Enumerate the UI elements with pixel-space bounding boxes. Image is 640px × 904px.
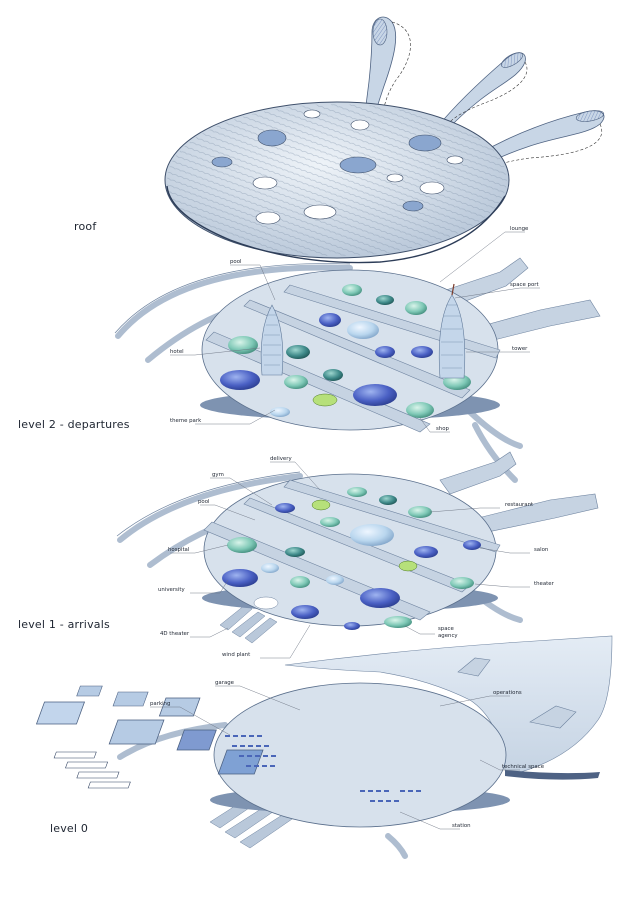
level-label-roof: roof — [74, 220, 97, 233]
label-pool-level1: pool — [198, 499, 210, 505]
label-4d-theater: 4D theater — [160, 631, 190, 637]
level1-rail-left — [117, 473, 303, 543]
level0-arm-lower — [529, 705, 577, 729]
label-theme-park: theme park — [170, 418, 202, 424]
level0-apron — [284, 635, 613, 776]
label-hospital: hospital — [168, 547, 189, 553]
level-label-level2: level 2 - departures — [18, 418, 130, 431]
level2-layer: pool lounge space port hotel tower theme… — [18, 226, 601, 483]
roof-skylights — [211, 109, 464, 225]
label-parking: parking — [150, 701, 170, 707]
label-delivery: delivery — [270, 456, 292, 462]
roof-layer: roof — [74, 16, 605, 264]
label-lounge: lounge — [510, 226, 529, 232]
label-station: station — [452, 823, 471, 829]
level1-layer: delivery gym pool restaurant hospital sa… — [18, 451, 599, 659]
label-hotel: hotel — [170, 349, 184, 355]
label-university: university — [158, 587, 185, 593]
label-space-port: space port — [510, 282, 539, 288]
parking-stalls — [225, 735, 421, 802]
label-restaurant: restaurant — [505, 502, 533, 508]
level2-rail-left — [115, 264, 353, 339]
label-space-agency-line1: space — [438, 626, 454, 632]
level0-disc — [213, 682, 507, 828]
level0-arm-upper — [457, 657, 491, 677]
level-label-level1: level 1 - arrivals — [18, 618, 110, 631]
label-wind-plant: wind plant — [222, 652, 250, 658]
level0-layer: garage parking operations technical spac… — [35, 635, 613, 859]
label-theater: theater — [534, 581, 555, 587]
label-operations: operations — [493, 690, 522, 696]
level1-rooms — [222, 487, 481, 630]
label-pool-level2: pool — [230, 259, 242, 265]
label-technical-space: technical space — [502, 764, 545, 770]
level-label-level0: level 0 — [50, 822, 88, 835]
label-tower: tower — [512, 346, 528, 352]
label-garage: garage — [215, 680, 235, 686]
level2-towers — [260, 283, 466, 379]
level1-arm-upper — [439, 451, 517, 495]
label-gym: gym — [212, 472, 224, 478]
label-salon: salon — [534, 547, 548, 553]
label-space-agency-line2: agency — [438, 633, 458, 639]
label-shop: shop — [436, 426, 450, 432]
